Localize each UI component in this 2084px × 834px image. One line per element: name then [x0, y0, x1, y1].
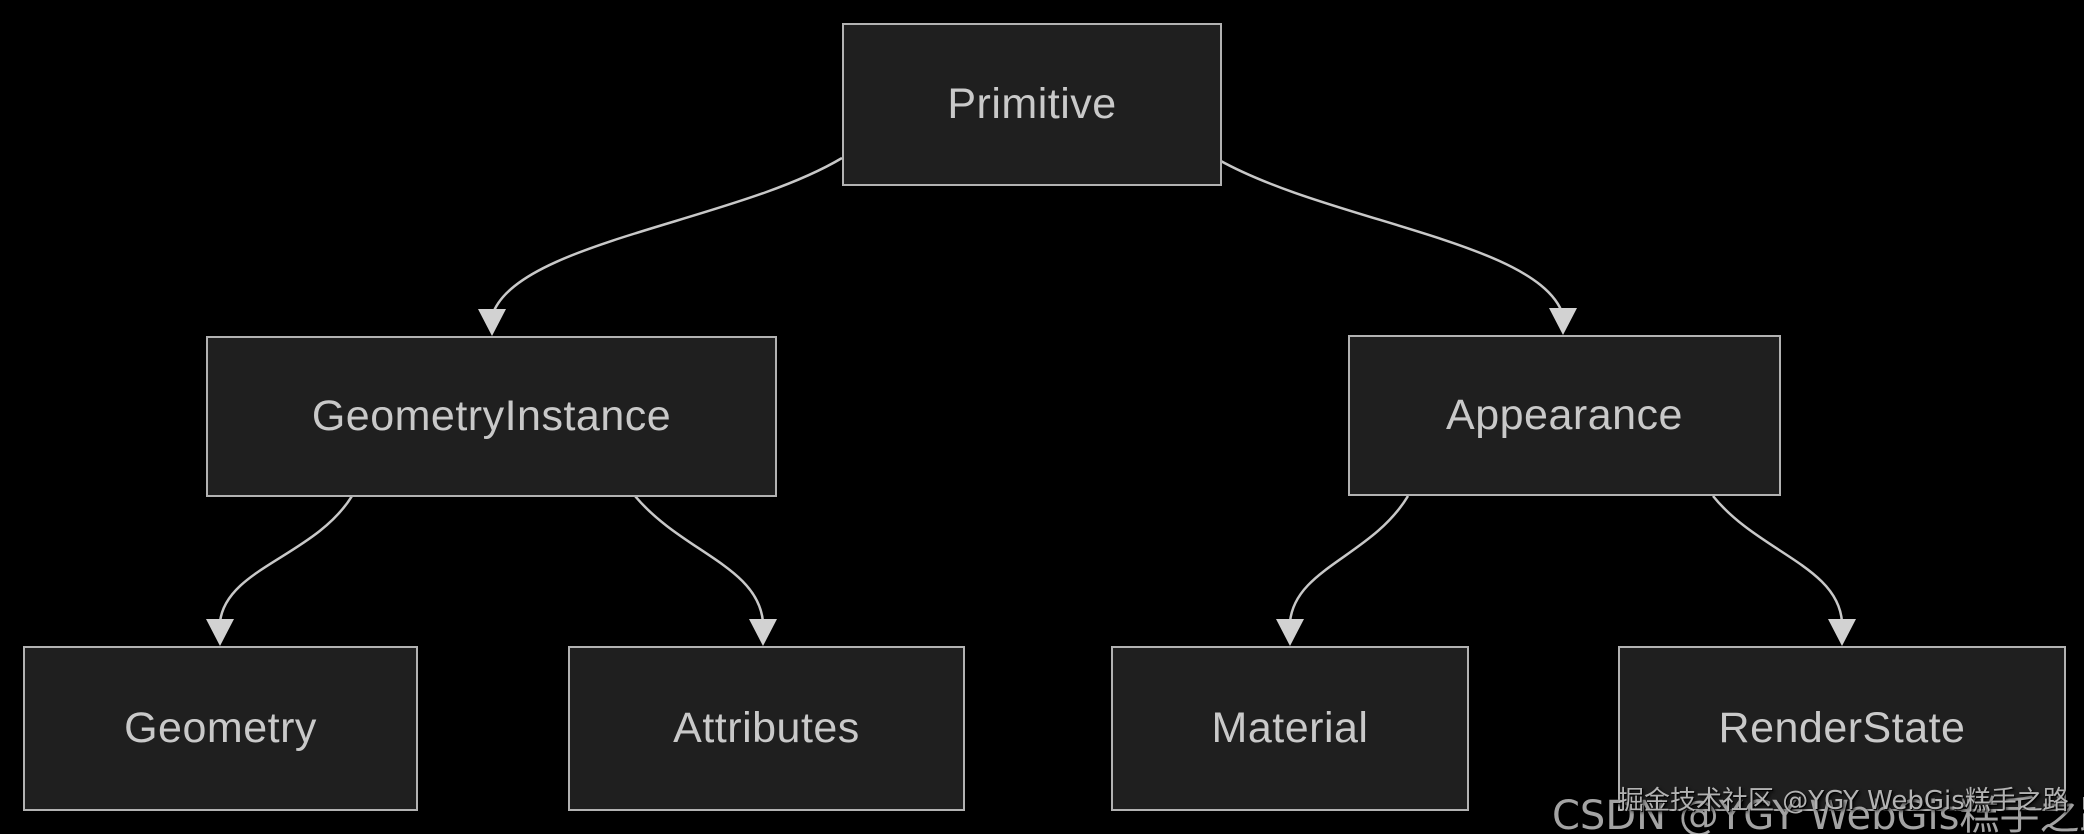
node-render-state: RenderState: [1618, 646, 2066, 811]
node-material-label: Material: [1211, 704, 1369, 752]
edge-primitive-to-geometryinstance: [478, 156, 843, 336]
edge-primitive-to-appearance: [1218, 158, 1577, 335]
node-attributes: Attributes: [568, 646, 965, 811]
node-geometry-instance-label: GeometryInstance: [311, 392, 672, 440]
arrowhead-down-icon: [1828, 619, 1856, 646]
arrowhead-down-icon: [1276, 619, 1304, 646]
node-geometry: Geometry: [23, 646, 418, 811]
edge-appearance-to-renderstate: [1712, 495, 1856, 646]
node-primitive-label: Primitive: [947, 80, 1117, 128]
node-render-state-label: RenderState: [1718, 704, 1966, 752]
node-appearance: Appearance: [1348, 335, 1781, 496]
arrowhead-down-icon: [206, 619, 234, 646]
edge-appearance-to-material: [1276, 495, 1410, 646]
node-attributes-label: Attributes: [673, 704, 860, 752]
node-geometry-label: Geometry: [124, 704, 317, 752]
arrowhead-down-icon: [1549, 308, 1577, 335]
node-primitive: Primitive: [842, 23, 1222, 186]
arrowhead-down-icon: [749, 619, 777, 646]
edge-geometryinstance-to-attributes: [634, 495, 777, 646]
node-geometry-instance: GeometryInstance: [206, 336, 777, 497]
arrowhead-down-icon: [478, 309, 506, 336]
node-material: Material: [1111, 646, 1469, 811]
node-appearance-label: Appearance: [1446, 391, 1683, 439]
edge-geometryinstance-to-geometry: [206, 495, 354, 646]
